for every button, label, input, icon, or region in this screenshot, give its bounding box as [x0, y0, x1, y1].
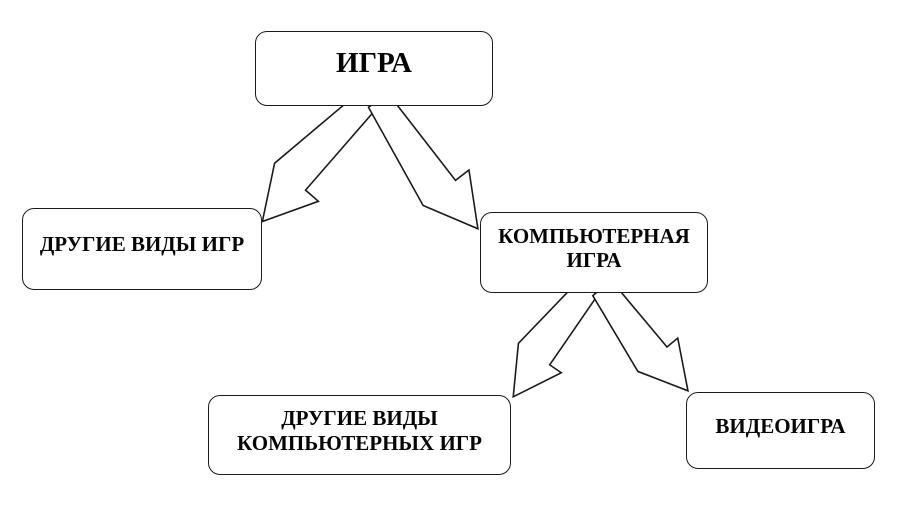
node-game: ИГРА [255, 31, 493, 106]
node-computer-game-label-line1: КОМПЬЮТЕРНАЯ [498, 223, 690, 248]
node-video-game: ВИДЕОИГРА [686, 392, 875, 469]
node-other-computer-games-label-line2: КОМПЬЮТЕРНЫХ ИГР [237, 430, 482, 455]
node-other-computer-games-label-line1: ДРУГИЕ ВИДЫ [281, 406, 438, 431]
arrow-game-to-computer-game-icon [367, 91, 479, 231]
node-game-label: ИГРА [336, 47, 412, 80]
node-other-games-label: ДРУГИЕ ВИДЫ ИГР [39, 232, 245, 257]
arrow-computer-game-to-other-computer-games-icon [512, 280, 600, 399]
node-computer-game-label-line2: ИГРА [566, 248, 622, 272]
node-video-game-label: ВИДЕОИГРА [715, 413, 846, 438]
node-other-games: ДРУГИЕ ВИДЫ ИГР [22, 208, 262, 290]
arrow-computer-game-to-video-game-icon [591, 279, 690, 393]
node-computer-game: КОМПЬЮТЕРНАЯ ИГРА [480, 212, 708, 293]
node-other-computer-games: ДРУГИЕ ВИДЫ КОМПЬЮТЕРНЫХ ИГР [208, 395, 511, 475]
